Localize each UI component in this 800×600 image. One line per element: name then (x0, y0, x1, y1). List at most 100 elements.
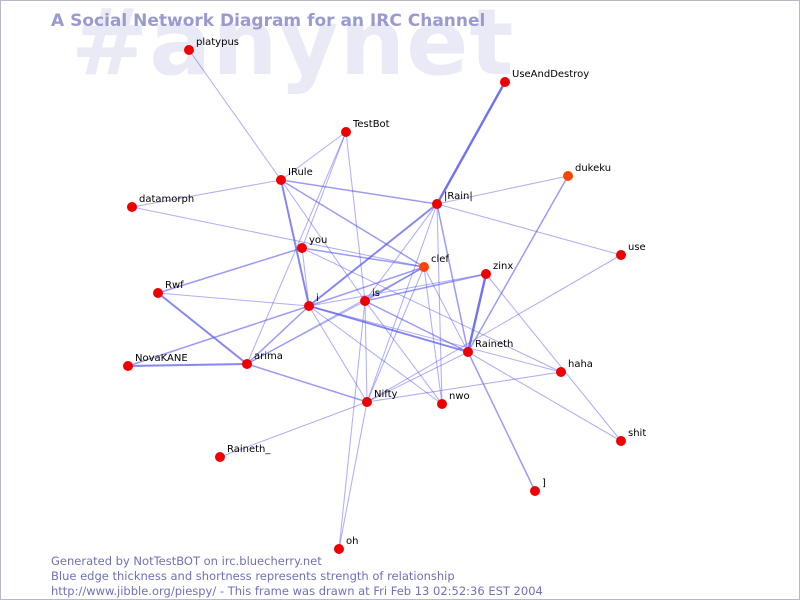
edge-Raineth-shit (467, 351, 622, 442)
node-dot (360, 296, 370, 306)
edge-Nifty-oh (338, 401, 368, 550)
edge-Rwf-arima (157, 292, 248, 365)
edge-dukeku-Raineth (467, 175, 569, 353)
node-label: NovaKANE (135, 353, 188, 364)
node-dot (563, 171, 573, 181)
node-nwo: nwo (437, 391, 470, 409)
node-is: is (360, 288, 380, 306)
node-Raineth_: Raineth_ (215, 444, 271, 462)
node-Rain: |Rain| (432, 191, 473, 209)
node-Nifty: Nifty (362, 389, 398, 407)
edge-zinx-i (308, 273, 487, 307)
node-TestBot: TestBot (341, 119, 390, 137)
edge-TestBot-you (301, 131, 347, 249)
node-Rwf: Rwf (153, 280, 184, 298)
edge-zinx-Raineth (466, 273, 488, 353)
edge-Rain-Nifty (366, 203, 438, 403)
node-bracket: ] (530, 478, 546, 496)
edge-clef-arima (246, 266, 425, 365)
node-label: you (309, 235, 327, 246)
node-oh: oh (334, 536, 358, 554)
node-clef: clef (419, 254, 449, 272)
node-dot (463, 347, 473, 357)
node-dot (432, 199, 442, 209)
node-dot (437, 399, 447, 409)
node-label: haha (568, 359, 593, 370)
node-IRule: IRule (276, 167, 313, 185)
node-dot (123, 361, 133, 371)
edge-i-NovaKANE (127, 305, 310, 367)
node-label: TestBot (352, 119, 390, 130)
node-NovaKANE: NovaKANE (123, 353, 188, 371)
edge-NovaKANE-arima (127, 363, 248, 367)
node-label: datamorph (139, 194, 194, 205)
node-label: Rwf (165, 280, 184, 291)
edge-you-clef (301, 247, 425, 268)
edge-datamorph-IRule (131, 179, 282, 208)
node-label: arima (254, 351, 283, 362)
footer-source-link[interactable]: http://www.jibble.org/piespy/ - This fra… (51, 584, 543, 598)
node-label: zinx (493, 261, 513, 272)
node-label: Nifty (374, 389, 398, 400)
node-Raineth: Raineth (463, 339, 513, 357)
edge-clef-i (308, 266, 425, 307)
node-label: is (372, 288, 380, 299)
edge-datamorph-clef (131, 206, 425, 268)
node-dukeku: dukeku (563, 163, 611, 181)
edge-Rain-i (308, 203, 438, 307)
edge-Nifty-haha (366, 371, 562, 403)
node-label: |Rain| (444, 191, 473, 202)
node-you: you (297, 235, 327, 253)
edge-layer (127, 49, 622, 550)
edge-is-oh (338, 300, 366, 550)
node-label: shit (628, 428, 646, 439)
footer-generated-by: Generated by NotTestBOT on irc.bluecherr… (51, 554, 322, 568)
edge-Rain-Raineth (436, 203, 469, 353)
edge-i-Nifty (308, 305, 368, 403)
edge-IRule-clef (280, 179, 425, 268)
node-dot (530, 486, 540, 496)
edge-i-haha (308, 305, 562, 373)
node-datamorph: datamorph (127, 194, 194, 212)
node-dot (616, 436, 626, 446)
edge-platypus-IRule (188, 49, 282, 181)
footer: Generated by NotTestBOT on irc.bluecherr… (51, 554, 543, 599)
node-dot (184, 45, 194, 55)
edge-zinx-is (364, 273, 487, 302)
node-dot (153, 288, 163, 298)
node-label: IRule (288, 167, 313, 178)
node-dot (500, 77, 510, 87)
node-label: UseAndDestroy (512, 69, 589, 80)
edge-TestBot-is (345, 131, 366, 302)
node-dot (341, 127, 351, 137)
edge-Raineth-Nifty (366, 351, 469, 403)
node-shit: shit (616, 428, 646, 446)
edge-is-Nifty (364, 300, 368, 403)
node-i: i (304, 293, 319, 311)
node-arima: arima (242, 351, 283, 369)
edge-clef-Raineth (423, 266, 469, 353)
node-label: Raineth (475, 339, 513, 350)
edge-Rain-use (436, 203, 622, 256)
edge-Nifty-Raineth_ (219, 401, 368, 458)
node-label: nwo (449, 391, 470, 402)
diagram-title: A Social Network Diagram for an IRC Chan… (51, 11, 486, 31)
channel-watermark: #anynet (71, 0, 515, 96)
node-dot (481, 269, 491, 279)
edge-TestBot-IRule (280, 131, 347, 181)
node-dot (297, 243, 307, 253)
edge-dukeku-Rain (436, 175, 569, 205)
node-dot (362, 397, 372, 407)
edge-arima-Nifty (246, 363, 368, 403)
edge-you-haha (301, 247, 562, 373)
edge-Rain-nwo (436, 203, 443, 405)
node-dot (304, 301, 314, 311)
node-label: platypus (196, 37, 239, 48)
node-dot (334, 544, 344, 554)
edge-zinx-shit (485, 273, 622, 442)
edge-clef-is (364, 266, 425, 302)
node-platypus: platypus (184, 37, 239, 55)
